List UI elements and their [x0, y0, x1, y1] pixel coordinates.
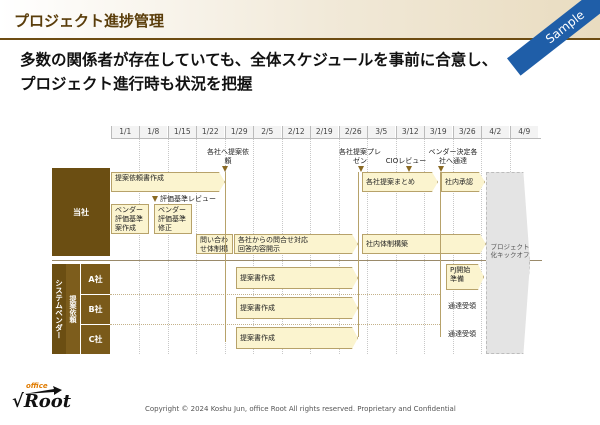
task-qa-setup: 問い合わせ体制構築 [196, 234, 233, 254]
week-label: 2/26 [339, 126, 367, 138]
role-vendor-b: B社 [81, 295, 110, 324]
vendor-divider [110, 324, 440, 325]
task-internal-approval: 社内承認 [441, 172, 485, 192]
task-notify-b: 通達受領 [448, 302, 476, 310]
presentation-connector [358, 172, 359, 337]
office-root-logo: office √Root [6, 382, 71, 422]
milestone-cio-review: CIOレビュー [385, 157, 427, 165]
vendor-divider [110, 294, 440, 295]
header-rule [0, 38, 600, 40]
week-gridline [139, 139, 140, 354]
week-label: 1/8 [139, 126, 167, 138]
milestone-vendor-decision: ベンダー決定各社へ通達 [428, 148, 478, 165]
week-label: 1/22 [196, 126, 224, 138]
milestone-marker [358, 166, 364, 172]
headline-line-1: 多数の関係者が存在していても、全体スケジュールを事前に合意し、 [20, 51, 498, 69]
review-marker [152, 196, 158, 202]
logo-main-text: √Root [12, 391, 72, 412]
week-label: 2/19 [310, 126, 338, 138]
milestone-presentations: 各社提案プレゼン [339, 148, 381, 165]
week-gridline [168, 139, 169, 354]
kickoff-arrow [486, 172, 530, 354]
milestone-marker [222, 166, 228, 172]
role-system-vendor: システムベンダー [52, 264, 66, 354]
week-rule [111, 138, 541, 139]
logo-arrow-icon [24, 386, 62, 395]
week-label: 2/5 [253, 126, 281, 138]
task-vendor-eval-create: ベンダー評価基準案作成 [111, 204, 149, 234]
logo-small-text: office [26, 382, 48, 390]
week-label: 4/2 [481, 126, 509, 138]
task-qa-response: 各社からの問合せ対応 回答内容開示 [234, 234, 358, 254]
week-label: 1/1 [111, 126, 139, 138]
milestone-marker [438, 166, 444, 172]
role-vendor-a: A社 [81, 264, 110, 294]
week-label: 3/26 [453, 126, 481, 138]
task-notify-c: 通達受領 [448, 330, 476, 338]
task-internal-setup: 社内体制構築 [362, 234, 486, 254]
task-proposal-summary: 各社提案まとめ [362, 172, 438, 192]
rfp-connector [225, 172, 226, 342]
copyright: Copyright © 2024 Koshu Jun, office Root … [145, 405, 456, 413]
task-eval-review: 評価基準レビュー [160, 195, 216, 203]
notify-connector [440, 172, 441, 337]
role-proposal-request: 提案依頼 [66, 264, 80, 354]
task-pj-start: PJ開始準備 [446, 264, 484, 290]
task-proposal-b: 提案書作成 [236, 297, 358, 319]
headline: 多数の関係者が存在していても、全体スケジュールを事前に合意し、 プロジェクト進行… [20, 48, 585, 96]
week-label: 3/5 [367, 126, 395, 138]
task-qa-response-line-2: 回答内容開示 [238, 245, 280, 253]
role-vendor-c: C社 [81, 325, 110, 354]
week-label: 4/9 [510, 126, 538, 138]
kickoff-label: プロジェクト化キックオフ [490, 243, 530, 259]
headline-line-2: プロジェクト進行時も状況を把握 [20, 75, 253, 93]
task-vendor-eval-fix: ベンダー評価基準修正 [154, 204, 192, 234]
task-proposal-a: 提案書作成 [236, 267, 358, 289]
section-divider [52, 260, 542, 261]
header-band [0, 0, 600, 38]
milestone-marker [406, 166, 412, 172]
week-label: 1/15 [168, 126, 196, 138]
week-label: 2/12 [282, 126, 310, 138]
week-label: 1/29 [225, 126, 253, 138]
slide-title: プロジェクト進捗管理 [14, 12, 165, 30]
role-touha: 当社 [52, 168, 110, 256]
task-rfp-create: 提案依頼書作成 [111, 172, 225, 192]
task-proposal-c: 提案書作成 [236, 327, 358, 349]
task-qa-response-line-1: 各社からの問合せ対応 [238, 236, 308, 244]
milestone-send-rfp: 各社へ提案依頼 [207, 148, 249, 165]
week-label: 3/12 [396, 126, 424, 138]
week-label: 3/19 [424, 126, 452, 138]
